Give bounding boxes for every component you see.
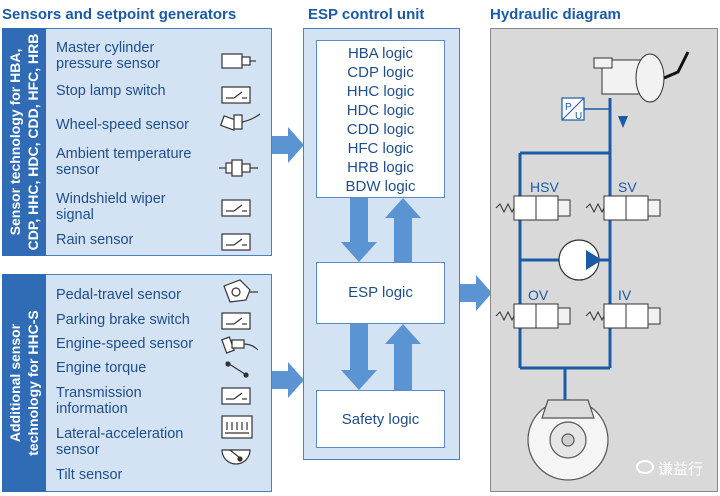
pu-p-label: P	[565, 102, 572, 113]
sensor-label-lateral-acceleration: Lateral-acceleration sensor	[56, 426, 184, 458]
valve-iv-icon	[585, 303, 661, 329]
logic-item: HHC logic	[346, 83, 415, 100]
sensor-label-master-cylinder: Master cylinder pressure sensor	[56, 40, 160, 72]
arrow-right-icon	[460, 275, 492, 311]
sensor-label-parking-brake: Parking brake switch	[56, 312, 190, 328]
sensor-label-tilt: Tilt sensor	[56, 467, 123, 483]
arrow-up-icon	[385, 198, 421, 262]
wheel-brake-disc-icon	[527, 399, 609, 481]
logic-item: HBA logic	[347, 45, 414, 62]
engine-speed-sensor-icon	[221, 336, 259, 354]
safety-logic-label: Safety logic	[341, 411, 420, 428]
switch-icon	[221, 387, 251, 405]
logic-item: HDC logic	[346, 102, 415, 119]
logic-item: HRB logic	[347, 159, 414, 176]
acceleration-sensor-icon	[221, 415, 253, 439]
esp-logic-box: ESP logic	[316, 262, 445, 324]
iv-label: IV	[618, 287, 632, 303]
sensor-group-2-side-label: Additional sensor technology for HHC-S	[2, 274, 46, 492]
hydraulic-header: Hydraulic diagram	[490, 6, 621, 23]
hsv-label: HSV	[530, 179, 559, 195]
arrow-right-icon	[272, 362, 304, 398]
wheel-speed-sensor-icon	[219, 113, 261, 131]
tilt-sensor-icon	[221, 449, 251, 465]
logic-list-box: HBA logic CDP logic HHC logic HDC logic …	[316, 40, 445, 198]
brake-pedal-icon	[663, 51, 690, 80]
sensor-label-transmission: Transmission information	[56, 385, 142, 417]
switch-icon	[221, 312, 251, 330]
logic-item: BDW logic	[345, 178, 416, 195]
sensor-label-engine-speed: Engine-speed sensor	[56, 336, 194, 352]
sensor-label-rain: Rain sensor	[56, 232, 134, 248]
pu-u-label: U	[575, 111, 582, 122]
watermark-text: 谦益行	[658, 461, 704, 478]
arrow-right-icon	[272, 127, 304, 163]
sensor-label-ambient-temperature: Ambient temperature sensor	[56, 146, 192, 178]
sensor-label-wheel-speed: Wheel-speed sensor	[56, 117, 189, 133]
valve-hsv-icon	[495, 195, 571, 221]
pressure-sensor-pu-icon	[561, 97, 628, 128]
sensor-group-1-side-label: Sensor technology for HBA, CDP, HHC, HDC…	[2, 28, 46, 256]
esp-header: ESP control unit	[308, 6, 425, 23]
sensor-label-stop-lamp: Stop lamp switch	[56, 83, 166, 99]
pedal-travel-sensor-icon	[223, 279, 258, 303]
valve-sv-icon	[585, 195, 661, 221]
sensor-icons-column	[219, 53, 261, 465]
sensor-label-pedal-travel: Pedal-travel sensor	[56, 287, 181, 303]
arrow-up-icon	[385, 324, 421, 390]
logic-item: CDD logic	[346, 121, 415, 138]
arrow-down-icon	[341, 198, 377, 262]
sv-label: SV	[618, 179, 637, 195]
safety-logic-box: Safety logic	[316, 390, 445, 448]
pump-icon	[558, 239, 602, 281]
switch-icon	[221, 199, 251, 217]
esp-logic-label: ESP logic	[348, 284, 413, 301]
sensor-label-windshield-wiper: Windshield wiper signal	[56, 191, 166, 223]
logic-item: HFC logic	[347, 140, 414, 157]
temperature-sensor-icon	[219, 159, 258, 177]
pressure-sensor-icon	[221, 53, 256, 69]
sensor-label-engine-torque: Engine torque	[56, 360, 147, 376]
watermark-logo-icon	[636, 460, 654, 474]
arrow-down-icon	[341, 324, 377, 390]
switch-icon	[221, 233, 251, 251]
torque-icon	[225, 361, 249, 378]
ov-label: OV	[528, 287, 549, 303]
hydraulic-diagram: P U	[495, 51, 690, 481]
sensors-header: Sensors and setpoint generators	[2, 6, 237, 23]
valve-ov-icon	[495, 303, 571, 329]
logic-item: CDP logic	[347, 64, 414, 81]
brake-booster-icon	[593, 53, 665, 103]
switch-icon	[221, 86, 251, 104]
